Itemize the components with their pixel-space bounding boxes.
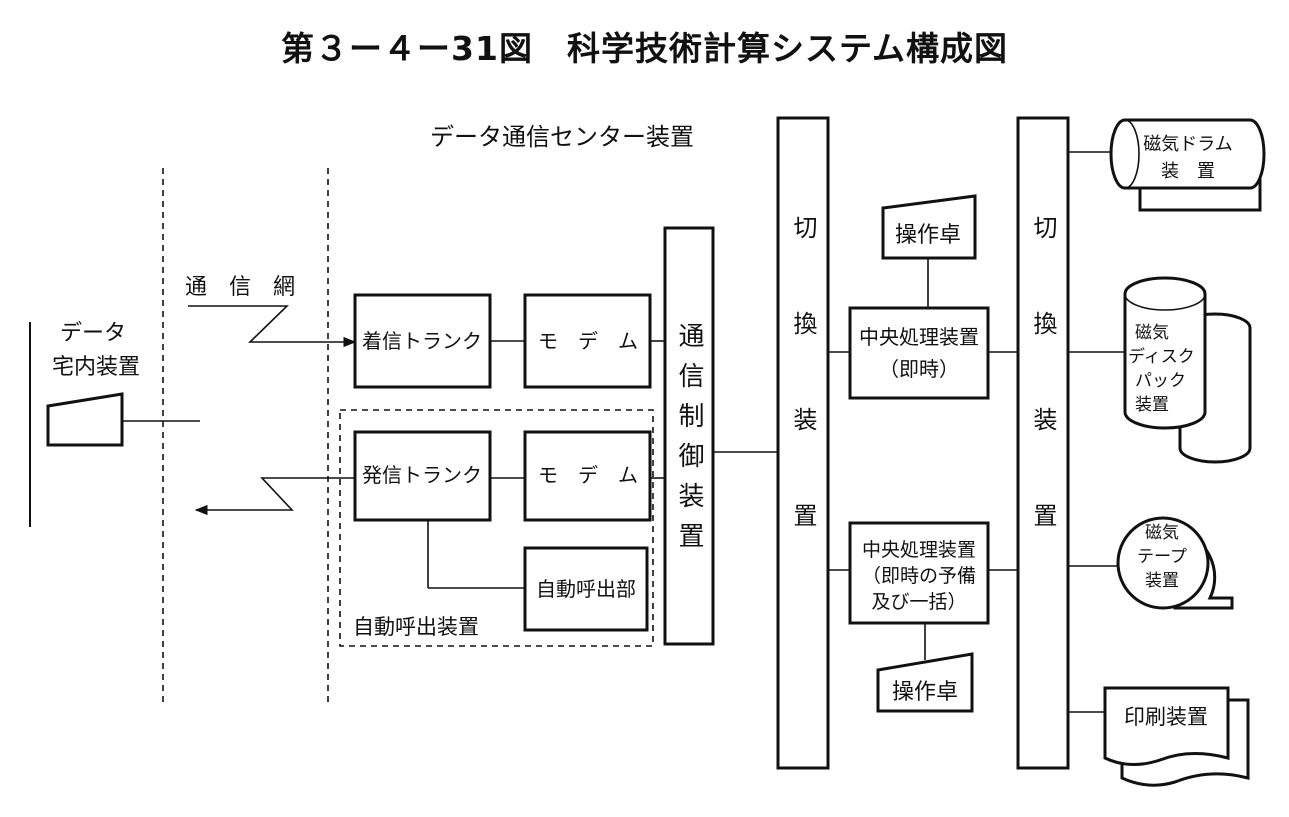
auto-call-device-boundary — [339, 409, 654, 647]
drum-label-1: 磁気ドラム — [1143, 134, 1232, 155]
disk-label-1: 磁気 — [1135, 323, 1169, 343]
auto-call-unit-label: 自動呼出部 — [536, 577, 636, 601]
tape-label-3: 装置 — [1145, 571, 1179, 591]
console-label-top: 操作卓 — [895, 223, 961, 248]
drum-label-2: 装 置 — [1161, 161, 1215, 182]
modem-label-2: モ デ ム — [538, 463, 638, 487]
printer-label: 印刷装置 — [1124, 705, 1208, 729]
switch-label-1: 切換装置 — [789, 215, 817, 599]
home-label-1: データ — [60, 321, 126, 346]
incoming-trunk-box — [353, 293, 492, 389]
cpu-realtime-box — [848, 306, 990, 400]
magnetic-tape-icon — [1116, 516, 1234, 610]
cpu-realtime-label-1: 中央処理装置 — [859, 325, 979, 349]
magnetic-drum-icon — [1109, 118, 1266, 212]
comm-control-label: 通信制御装置 — [674, 322, 704, 562]
home-terminal-icon — [46, 392, 124, 447]
magnetic-disk-icon — [1123, 276, 1252, 464]
cpu-backup-label-1: 中央処理装置 — [862, 539, 976, 561]
switch-box-1 — [776, 116, 830, 770]
switch-label-2: 切換装置 — [1029, 215, 1057, 599]
tape-label-1: 磁気 — [1145, 523, 1179, 543]
center-heading: データ通信センター装置 — [430, 123, 694, 151]
console-box-bottom — [876, 652, 974, 713]
modem-label-1: モ デ ム — [538, 329, 638, 353]
modem-box-2 — [523, 430, 652, 522]
auto-call-device-label: 自動呼出装置 — [353, 615, 479, 639]
outgoing-line — [194, 477, 355, 516]
incoming-line — [188, 305, 357, 348]
disk-label-2: ディスク — [1128, 346, 1195, 367]
outgoing-trunk-label: 発信トランク — [362, 463, 482, 487]
incoming-trunk-label: 着信トランク — [362, 329, 482, 353]
home-label-2: 宅内装置 — [52, 355, 140, 380]
network-label: 通 信 網 — [185, 275, 295, 300]
switch-box-2 — [1016, 116, 1070, 770]
cpu-backup-label-2: （即時の予備 — [862, 565, 976, 587]
console-box-top — [881, 194, 977, 260]
disk-label-3: パック — [1135, 371, 1186, 391]
outgoing-trunk-box — [353, 430, 492, 522]
cpu-realtime-label-2: （即時） — [879, 357, 959, 381]
comm-control-box — [663, 226, 715, 646]
printer-icon — [1103, 686, 1250, 787]
cpu-backup-label-3: 及び一括） — [871, 591, 966, 613]
figure-title: 第３ー４ー31図 科学技術計算システム構成図 — [281, 29, 1008, 68]
tape-label-2: テープ — [1137, 547, 1187, 567]
auto-call-unit-box — [523, 546, 649, 632]
cpu-backup-box — [848, 521, 990, 625]
console-label-bottom: 操作卓 — [892, 680, 958, 705]
disk-label-4: 装置 — [1135, 395, 1169, 415]
